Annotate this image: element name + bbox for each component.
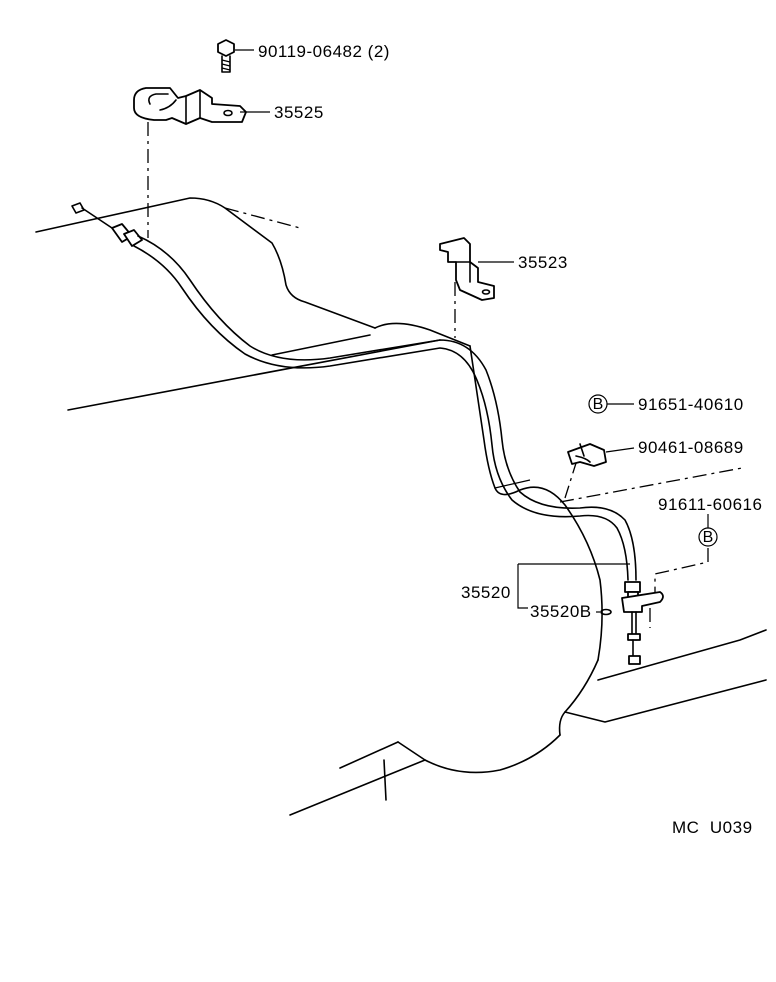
vehicle-body-outline [35,197,767,816]
label-upper-bracket: 35525 [274,103,324,122]
b-badge-bottom-label: B [703,529,714,546]
clip [567,443,635,467]
upper-bracket [133,87,270,125]
label-mid-bracket: 35523 [518,253,568,272]
b-badge-top: B [588,394,634,414]
figure-code: MC U039 [672,818,753,837]
bolt [217,39,254,73]
mid-bracket [439,237,514,301]
alignment-lines [147,122,709,628]
cable-assembly [71,202,664,665]
washer [596,608,612,616]
label-cable-assembly: 35520 [461,583,511,602]
b-badge-top-label: B [593,396,604,413]
label-bolt: 90119-06482 (2) [258,42,390,61]
label-clip-b-bottom: 91611-60616 [658,495,762,514]
cable-callout [517,563,630,609]
label-clip-b-top: 91651-40610 [638,395,744,414]
b-badge-bottom: B [698,514,718,547]
label-cable-sub: 35520B [530,602,592,621]
label-clip: 90461-08689 [638,438,744,457]
